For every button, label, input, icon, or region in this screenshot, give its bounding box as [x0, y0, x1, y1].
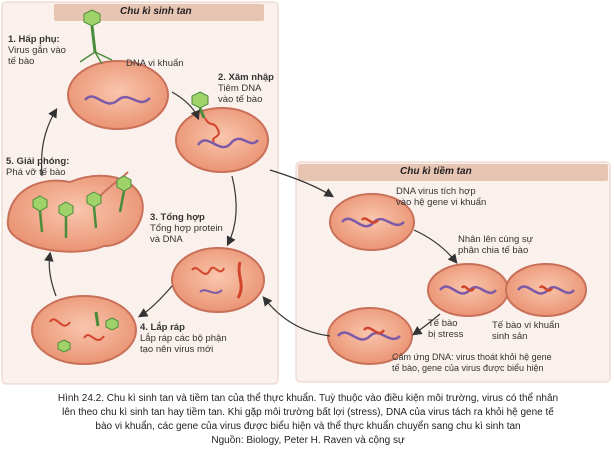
step-3-label: 3. Tổng hợp Tổng hợp protein và DNA [150, 212, 223, 245]
cell-assembly [31, 295, 137, 365]
induction-line-1: Cảm ứng DNA: virus thoát khỏi hệ gene [392, 352, 552, 362]
viral-dna-copy-1 [191, 266, 225, 275]
lytic-title-bar [54, 4, 264, 21]
stressed-host-dna [337, 331, 401, 341]
assembled-head-1 [105, 317, 119, 331]
step-2-line-2: Tiêm DNA [218, 83, 262, 94]
arrow-to-lysogenic [269, 169, 335, 198]
arrow-stress-to-lytic [262, 296, 331, 337]
excised-viral-dna [363, 326, 386, 335]
assembly-dna-2 [83, 334, 105, 341]
step-3-line-2: Tổng hợp protein [150, 223, 223, 234]
integrated-viral-dna [360, 217, 379, 224]
cell-injection [175, 107, 269, 173]
arrow-2-to-3 [226, 175, 237, 247]
stress-line-1: Tế bào [428, 318, 458, 329]
step-1-line-3: tế bào [8, 56, 35, 67]
caption-line-3: bào vi khuẩn, các gene của virus được bi… [95, 421, 521, 432]
step-2-label: 2. Xâm nhập Tiêm DNA vào tế bào [218, 72, 274, 105]
caption-line-1: Hình 24.2. Chu kì sinh tan và tiềm tan c… [57, 393, 559, 404]
divide-line-1: Nhân lên cùng sự [458, 234, 534, 245]
step-1-label: 1. Hấp phụ: Virus gắn vào tế bào [8, 34, 66, 67]
stress-label: Tế bào bị stress [428, 318, 463, 340]
step-2-title: 2. Xâm nhập [218, 72, 274, 83]
cell-lysis [6, 174, 144, 253]
assembly-dna-1 [49, 318, 71, 327]
lytic-cycle-title: Chu kì sinh tan [120, 6, 192, 17]
step-3-title: 3. Tổng hợp [150, 212, 205, 223]
assembled-head-2 [57, 339, 71, 353]
caption-line-2: lên theo chu kì sinh tan hay tiềm tan. K… [62, 407, 554, 418]
step-1-title: 1. Hấp phụ: [8, 34, 60, 45]
reproduce-line-2: sinh sản [492, 331, 528, 342]
integrate-line-2: vào hệ gene vi khuẩn [396, 197, 487, 208]
arrow-divide-to-stress [412, 313, 441, 336]
step-5-line-2: Phá vỡ tế bào [6, 167, 66, 178]
injected-viral-dna [204, 117, 220, 143]
assembled-tail [94, 311, 100, 327]
induction-line-2: tế bào, gene của virus được biểu hiện [392, 363, 544, 373]
step-4-label: 4. Lắp ráp Lắp ráp các bộ phận tạo nên v… [140, 322, 227, 355]
phage-attaching [79, 9, 113, 65]
cell-synthesis [171, 247, 265, 313]
dividing-viral-dna-left [460, 285, 476, 292]
step-4-line-3: tạo nên virus mới [140, 344, 214, 355]
step-5-label: 5. Giải phóng: Phá vỡ tế bào [6, 156, 69, 178]
integrate-label: DNA virus tích hợp vào hệ gene vi khuẩn [396, 186, 486, 208]
figure-caption: Hình 24.2. Chu kì sinh tan và tiềm tan c… [10, 392, 606, 448]
step-5-title: 5. Giải phóng: [6, 156, 70, 167]
step-1-line-2: Virus gắn vào [8, 45, 66, 56]
arrow-5-to-1 [40, 107, 58, 177]
step-4-line-2: Lắp ráp các bộ phận [140, 333, 227, 344]
arrow-3-to-4 [137, 285, 173, 318]
viral-dna-copy-2 [236, 261, 243, 299]
dividing-viral-dna-right [538, 285, 554, 292]
induction-label: Cảm ứng DNA: virus thoát khỏi hệ gene tế… [392, 352, 552, 374]
step-2-line-3: vào tế bào [218, 94, 263, 105]
host-dna-label: DNA vi khuẩn [126, 58, 184, 69]
released-phages [32, 175, 132, 238]
stress-line-2: bị stress [428, 329, 464, 340]
host-dna-2 [196, 137, 259, 149]
arrow-integrate-to-divide [413, 229, 458, 264]
arrow-4-to-5 [44, 251, 57, 297]
step-4-title: 4. Lắp ráp [140, 322, 185, 333]
lysogenic-title-bar [298, 164, 608, 181]
cell-attachment [67, 60, 169, 130]
divide-line-2: phân chia tế bào [458, 245, 529, 256]
host-dna [84, 95, 151, 105]
lysogenic-cycle-title: Chu kì tiềm tan [400, 166, 472, 177]
phage-cycle-diagram [1, 1, 611, 385]
host-dna-text: DNA vi khuẩn [126, 58, 184, 69]
cell-rupture [99, 171, 129, 197]
caption-source: Nguồn: Biology, Peter H. Raven và cộng s… [211, 435, 405, 446]
reproduce-label: Tế bào vi khuẩn sinh sản [492, 320, 560, 342]
divide-label: Nhân lên cùng sự phân chia tế bào [458, 234, 533, 256]
arrow-1-to-2 [171, 91, 200, 121]
reproduce-line-1: Tế bào vi khuẩn [492, 320, 560, 331]
fragmented-host-dna [199, 289, 223, 294]
step-3-line-3: và DNA [150, 234, 183, 245]
integrate-line-1: DNA virus tích hợp [396, 186, 476, 197]
phage-injecting [191, 91, 209, 119]
